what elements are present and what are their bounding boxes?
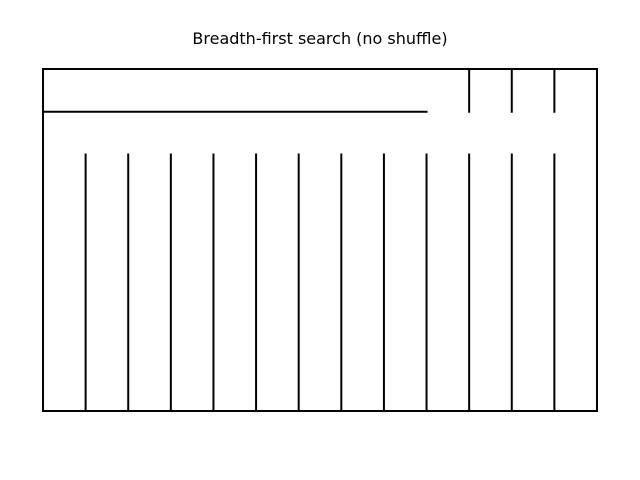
maze-walls xyxy=(42,68,598,412)
figure-title: Breadth-first search (no shuffle) xyxy=(192,29,448,48)
